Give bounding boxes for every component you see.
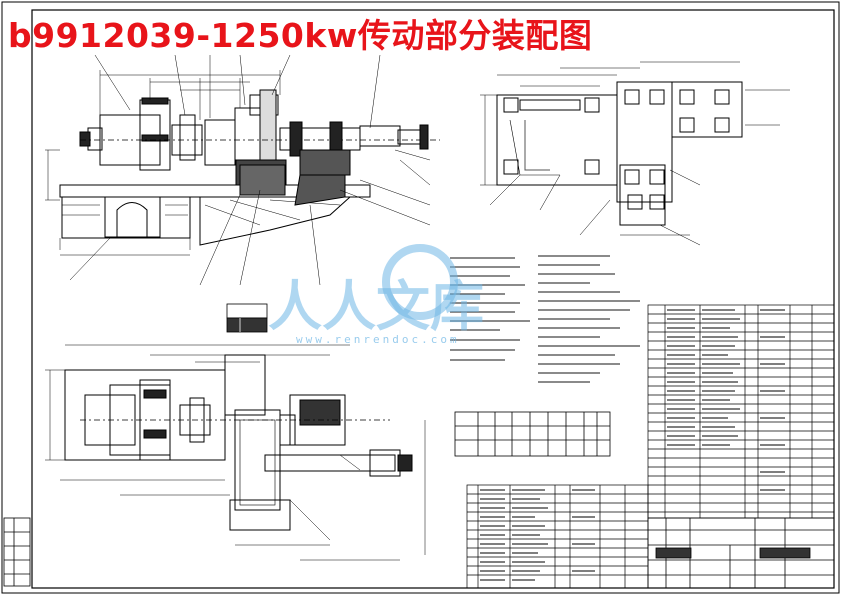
drawing-title: b9912039-1250kw传动部分装配图	[8, 16, 593, 55]
parts-list-bottom	[466, 484, 649, 589]
watermark-url: www.renrendoc.com	[296, 333, 460, 346]
title-block	[647, 517, 835, 589]
technical-notes	[450, 255, 640, 383]
foundation-plan	[480, 61, 790, 246]
parts-list-bottom-text	[480, 489, 595, 581]
elevation-view	[45, 54, 440, 286]
caption-boxes	[226, 303, 268, 333]
parts-list-right	[647, 304, 835, 519]
watermark-text: 人人文库	[268, 275, 484, 338]
sheet-inner-border	[31, 9, 835, 589]
performance-table	[454, 411, 611, 457]
parts-list-right-text	[667, 309, 785, 491]
plan-view	[45, 344, 426, 561]
left-margin-boxes	[3, 517, 31, 587]
